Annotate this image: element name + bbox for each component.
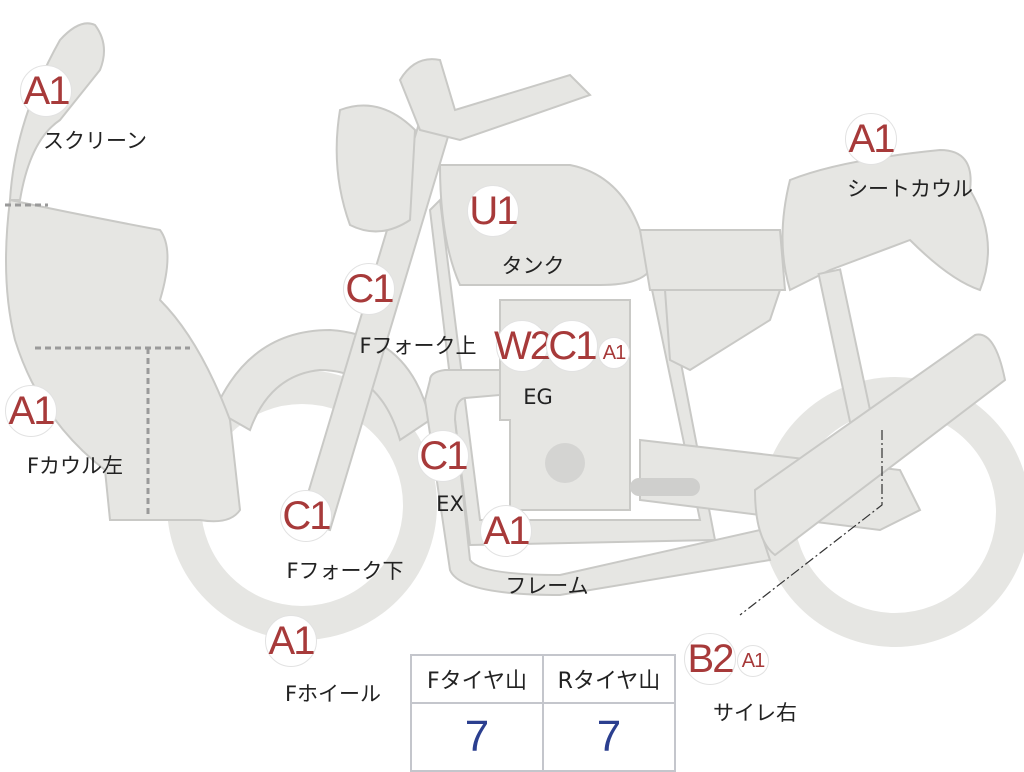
front-tire-value: 7	[410, 702, 544, 772]
grade-badge: A1	[265, 615, 317, 667]
front-cowl	[5, 198, 242, 523]
handlebar	[398, 58, 592, 142]
grade-badge: C1	[343, 263, 395, 315]
exhaust	[423, 369, 772, 597]
part-label-front-cowl-left: Fカウル左	[26, 454, 124, 478]
part-label-tank: タンク	[501, 254, 565, 278]
part-label-muffler-right: サイレ右	[713, 701, 797, 725]
side-panel	[663, 289, 782, 372]
grade-badge: W2	[494, 320, 552, 372]
part-label-frame: フレーム	[505, 574, 589, 598]
grade-badge: A1	[480, 505, 532, 557]
grade-badge-small: A1	[737, 645, 769, 677]
rear-tire-header: Rタイヤ山	[542, 654, 676, 704]
grade-badge: B2	[684, 633, 736, 685]
tire-tread-table: Fタイヤ山 Rタイヤ山 7 7	[410, 654, 676, 772]
part-label-fork-upper: Fフォーク上	[359, 334, 477, 358]
muffler	[753, 333, 1007, 557]
grade-badge-small: A1	[598, 337, 630, 369]
grade-badge: A1	[5, 385, 57, 437]
grade-badge: C1	[417, 430, 469, 482]
rear-tire-value: 7	[542, 702, 676, 772]
grade-badge: C1	[280, 490, 332, 542]
grade-badge: A1	[845, 113, 897, 165]
part-label-exhaust: EX	[436, 492, 464, 516]
engine-cover	[545, 443, 585, 483]
seat	[638, 229, 787, 291]
part-label-seat-cowl: シートカウル	[847, 177, 973, 201]
grade-badge: C1	[546, 320, 598, 372]
grade-badge: A1	[20, 65, 72, 117]
front-tire-header: Fタイヤ山	[410, 654, 544, 704]
part-label-fork-lower: Fフォーク下	[286, 559, 404, 583]
footpeg	[630, 478, 700, 496]
headlight	[335, 104, 417, 233]
grade-badge: U1	[467, 185, 519, 237]
part-label-engine: EG	[523, 385, 553, 409]
part-label-front-wheel: Fホイール	[284, 682, 382, 706]
part-label-screen: スクリーン	[43, 129, 147, 153]
seat-cowl	[781, 148, 989, 292]
